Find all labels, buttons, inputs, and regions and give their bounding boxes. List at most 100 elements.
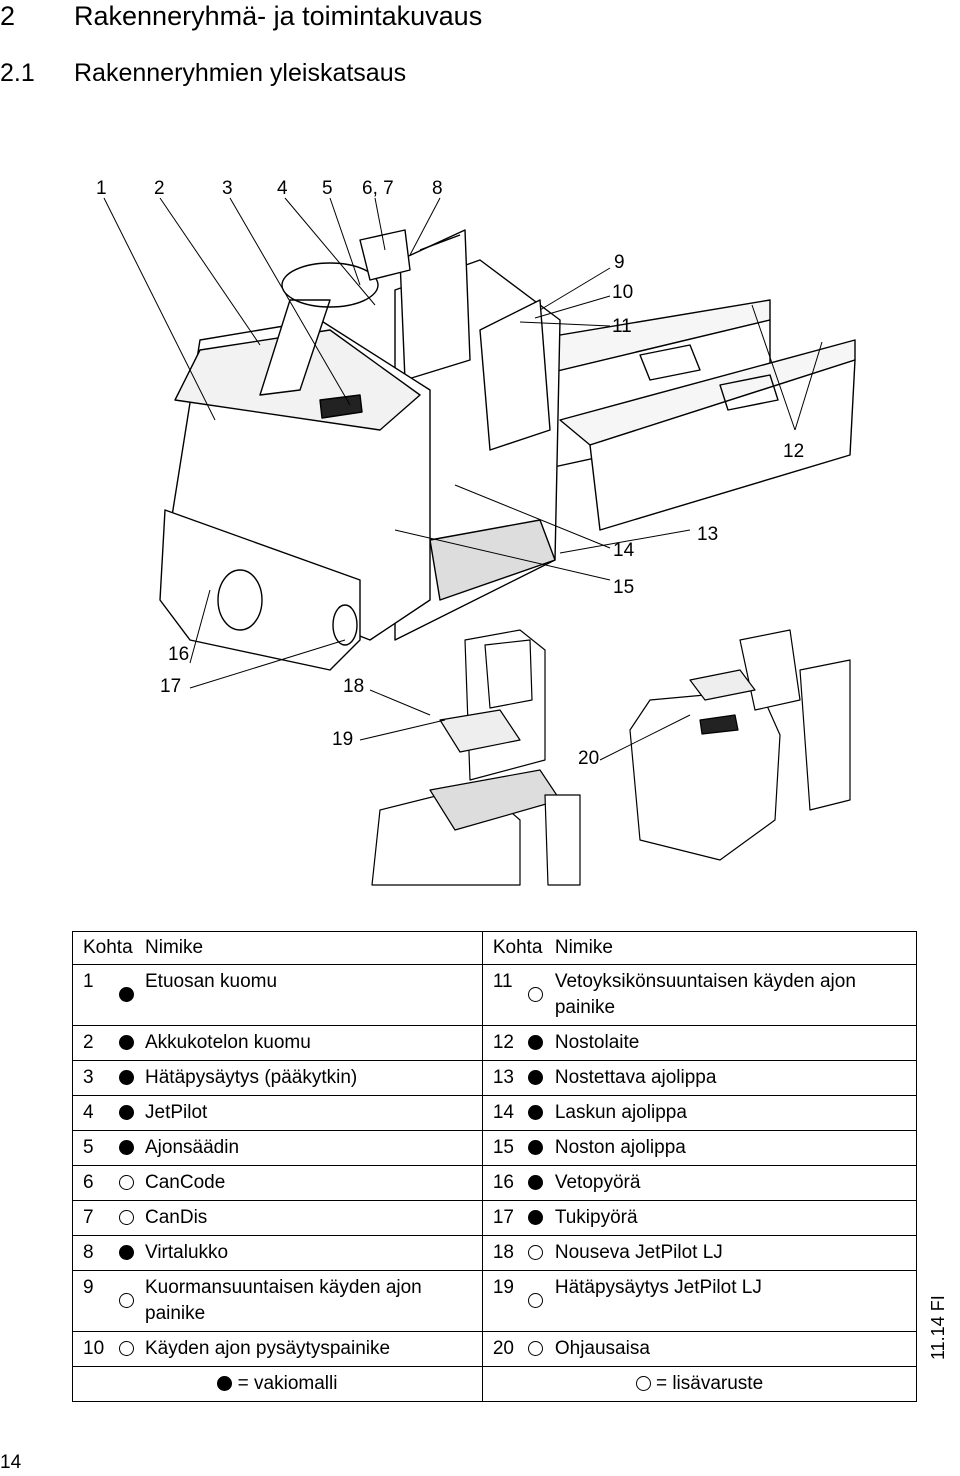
item-number: 2	[72, 1025, 113, 1061]
item-type-marker	[522, 964, 549, 1026]
item-number: 13	[481, 1060, 523, 1096]
callout-leader-lines	[103, 197, 823, 761]
optional-bullet-icon	[635, 1376, 651, 1392]
item-type-marker	[522, 1060, 549, 1096]
standard-bullet-icon	[118, 1140, 134, 1156]
document-code: 11.14 FI	[928, 1295, 948, 1360]
item-name: CanCode	[139, 1165, 483, 1201]
callout-label: 2	[154, 178, 165, 199]
item-number: 10	[72, 1331, 113, 1367]
item-name: Ohjausaisa	[548, 1331, 917, 1367]
item-number: 11	[481, 964, 523, 1026]
item-name: CanDis	[139, 1200, 483, 1236]
optional-bullet-icon	[528, 1245, 544, 1261]
callout-label: 13	[697, 524, 718, 545]
callout-label: 10	[612, 282, 633, 303]
item-type-marker	[113, 964, 139, 1026]
page-number: 14	[0, 1452, 22, 1473]
callout-label: 16	[168, 644, 189, 665]
standard-bullet-icon	[528, 1035, 544, 1051]
standard-bullet-icon	[528, 1175, 544, 1191]
item-number: 14	[481, 1095, 523, 1131]
truck-overview-illustration: 1 2 3 4 5 6, 7 8 9 10 11 12 13 14 15 16 …	[96, 178, 856, 886]
item-number: 12	[481, 1025, 523, 1061]
item-name: Akkukotelon kuomu	[139, 1025, 483, 1061]
standard-bullet-icon	[118, 1070, 134, 1086]
optional-bullet-icon	[118, 1293, 134, 1309]
item-type-marker	[113, 1025, 139, 1061]
item-type-marker	[522, 1130, 549, 1166]
callout-label: 18	[343, 676, 364, 697]
optional-bullet-icon	[528, 987, 544, 1003]
item-name: Nostettava ajolippa	[548, 1060, 917, 1096]
standard-bullet-icon	[118, 1245, 134, 1261]
callout-label: 17	[160, 676, 181, 697]
item-number: 4	[72, 1095, 113, 1131]
item-number: 1	[72, 964, 113, 1026]
standard-bullet-icon	[217, 1376, 233, 1392]
legend-optional: = lisävaruste	[481, 1366, 918, 1402]
column-header-kohta-right: Kohta	[481, 931, 549, 965]
item-type-marker	[522, 1331, 549, 1367]
item-number: 20	[481, 1331, 523, 1367]
item-name: Vetopyörä	[548, 1165, 917, 1201]
variant-ljd-drawing	[371, 629, 581, 886]
item-name: Tukipyörä	[548, 1200, 917, 1236]
optional-bullet-icon	[528, 1293, 544, 1309]
item-type-marker	[522, 1235, 549, 1271]
variant-tiller-drawing	[629, 629, 851, 861]
section-number: 2.1	[0, 59, 35, 87]
callout-label: 4	[277, 178, 288, 199]
item-type-marker	[522, 1165, 549, 1201]
standard-bullet-icon	[528, 1070, 544, 1086]
item-name: Käyden ajon pysäytyspainike	[139, 1331, 483, 1367]
item-number: 7	[72, 1200, 113, 1236]
item-name: Vetoyksikönsuuntaisen käyden ajon painik…	[548, 964, 917, 1026]
item-type-marker	[113, 1331, 139, 1367]
column-header-kohta: Kohta	[72, 931, 139, 965]
item-type-marker	[113, 1165, 139, 1201]
callout-label: 8	[432, 178, 443, 199]
item-type-marker	[113, 1130, 139, 1166]
item-type-marker	[113, 1270, 139, 1332]
callout-label: 14	[613, 540, 635, 561]
item-name: Etuosan kuomu	[139, 964, 483, 1026]
item-type-marker	[113, 1060, 139, 1096]
item-number: 18	[481, 1235, 523, 1271]
callout-label: 1	[96, 178, 107, 199]
main-truck-drawing	[159, 229, 856, 671]
callout-numbers: 1 2 3 4 5 6, 7 8 9 10 11 12 13 14 15 16 …	[96, 178, 804, 769]
item-type-marker	[113, 1200, 139, 1236]
item-number: 17	[481, 1200, 523, 1236]
callout-label: 6, 7	[362, 178, 394, 199]
item-number: 15	[481, 1130, 523, 1166]
item-number: 16	[481, 1165, 523, 1201]
callout-label: 5	[322, 178, 333, 199]
column-header-nimike: Nimike	[139, 931, 483, 965]
callout-label: 3	[222, 178, 233, 199]
callout-label: 20	[578, 748, 599, 769]
item-type-marker	[113, 1235, 139, 1271]
standard-bullet-icon	[528, 1140, 544, 1156]
item-name: Nostolaite	[548, 1025, 917, 1061]
standard-bullet-icon	[118, 1105, 134, 1121]
item-name: Hätäpysäytys (pääkytkin)	[139, 1060, 483, 1096]
legend-standard: = vakiomalli	[72, 1366, 483, 1402]
callout-label: 15	[613, 577, 634, 598]
optional-bullet-icon	[118, 1341, 134, 1357]
item-name: Hätäpysäytys JetPilot LJ	[548, 1270, 917, 1332]
standard-bullet-icon	[118, 987, 134, 1003]
standard-bullet-icon	[118, 1035, 134, 1051]
standard-bullet-icon	[528, 1210, 544, 1226]
